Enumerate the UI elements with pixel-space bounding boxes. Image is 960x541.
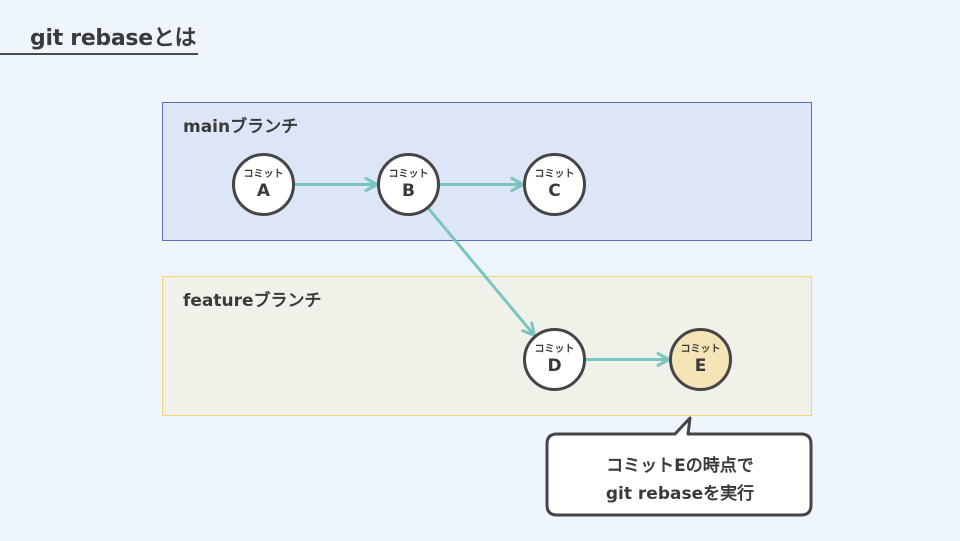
edge-d-e [584, 352, 671, 367]
callout-line-2: git rebaseを実行 [605, 484, 755, 504]
commit-d-node: コミット D [523, 328, 586, 391]
commit-c-letter: C [548, 180, 561, 201]
title-underline [0, 53, 198, 55]
commit-c-label: コミット [534, 168, 575, 180]
edge-b-d [427, 207, 536, 337]
main-branch-label: mainブランチ [183, 117, 299, 137]
commit-b-label: コミット [388, 168, 429, 180]
commit-b-letter: B [402, 180, 415, 201]
speech-bubble [545, 416, 813, 517]
commit-d-letter: D [547, 355, 562, 376]
commit-e-letter: E [694, 355, 707, 376]
commit-a-letter: A [256, 180, 271, 201]
commit-e-label: コミット [680, 343, 721, 355]
page-title: git rebaseとは [30, 26, 197, 51]
edges-layer [293, 177, 671, 367]
callout-line-1: コミットEの時点で [606, 456, 754, 476]
feature-branch-label: featureブランチ [183, 291, 322, 311]
commit-a-label: コミット [243, 168, 284, 180]
speech-bubble-shape [545, 416, 813, 517]
commit-e-node: コミット E [669, 328, 732, 391]
commit-d-label: コミット [534, 343, 575, 355]
edge-b-c [438, 177, 525, 192]
commit-b-node: コミット B [377, 153, 440, 216]
commit-a-node: コミット A [232, 153, 295, 216]
edge-a-b [293, 177, 379, 192]
commit-c-node: コミット C [523, 153, 586, 216]
